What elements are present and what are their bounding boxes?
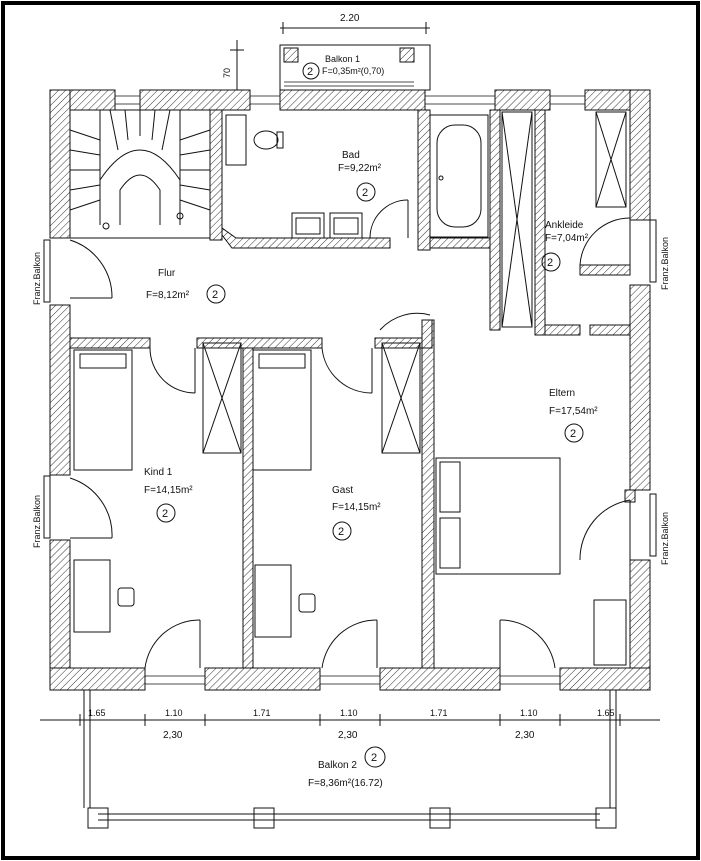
eltern-number-circle [564, 423, 584, 443]
balkon1-area: F=0,35m²(0,70) [322, 66, 384, 76]
dresser [593, 599, 627, 666]
dim-seg-6: 1.10 [520, 708, 538, 718]
kind1-furniture [69, 342, 242, 669]
flur-number-circle [206, 284, 226, 304]
label-eltern: Eltern F=17,54m² 2 [549, 388, 598, 443]
dim-seg-5: 1.71 [430, 708, 448, 718]
dim-seg-2: 1.10 [165, 708, 183, 718]
bad-area: F=9,22m² [338, 163, 382, 174]
dim-seg-4: 1.10 [340, 708, 358, 718]
label-flur: Flur F=8,12m² 2 [146, 268, 226, 304]
gast-area: F=14,15m² [332, 502, 381, 513]
chair-gast [298, 593, 316, 613]
label-gast: Gast F=14,15m² 2 [332, 485, 381, 541]
staircase [69, 109, 211, 239]
franz-balkon-left-upper: Franz.Balkon [32, 252, 42, 305]
ankleide-name: Ankleide [545, 220, 584, 231]
gast-furniture [252, 342, 421, 669]
post-3 [429, 807, 451, 829]
label-kind1: Kind 1 F=14,15m² 2 [144, 467, 193, 523]
dim-total-3: 2,30 [515, 730, 535, 741]
washbasin-left [291, 212, 325, 239]
balkon1-number: 2 [307, 66, 313, 78]
balkon2: 2 Balkon 2 F=8,36m²(16.72) [83, 690, 617, 829]
wardrobe-gast [381, 342, 421, 454]
gast-number-circle [332, 521, 352, 541]
label-bad: Bad F=9,22m² 2 [338, 150, 382, 202]
flur-number: 2 [212, 289, 218, 301]
kind1-number-circle [156, 503, 176, 523]
kind1-name: Kind 1 [144, 467, 173, 478]
balkon2-number-circle [364, 746, 386, 768]
toilet [253, 130, 279, 150]
balcony-width-label: 2.20 [340, 13, 360, 24]
balkon2-number: 2 [371, 752, 377, 764]
franz-balkon-right-lower: Franz.Balkon [660, 512, 670, 565]
flur-door [69, 239, 431, 394]
interior-walls [69, 109, 636, 669]
gast-number: 2 [338, 526, 344, 538]
chair-kind1 [117, 587, 135, 607]
bathroom-fixtures [225, 114, 489, 239]
kind1-number: 2 [162, 508, 168, 520]
ankleide-number: 2 [547, 257, 553, 269]
dim-seg-7: 1.65 [597, 708, 615, 718]
flur-name: Flur [158, 268, 176, 279]
franz-balkon-right-upper: Franz.Balkon [660, 237, 670, 290]
bed-kind1 [73, 349, 133, 471]
dim-seg-3: 1.71 [253, 708, 271, 718]
bad-number: 2 [362, 187, 368, 199]
bottom-dimension: 1.65 1.10 1.71 1.10 1.71 1.10 1.65 2,30 … [40, 708, 660, 741]
franz-balkon-left-lower: Franz.Balkon [32, 495, 42, 548]
ankleide-fixtures [501, 111, 631, 328]
desk-kind1 [73, 559, 111, 633]
bathtub [429, 114, 489, 238]
eltern-number: 2 [570, 428, 576, 440]
bed-gast [252, 349, 312, 471]
eltern-furniture [435, 457, 631, 669]
exterior-walls [49, 89, 651, 691]
eltern-area: F=17,54m² [549, 406, 598, 417]
post-2 [253, 807, 275, 829]
dim-total-1: 2,30 [163, 730, 183, 741]
franz-balkon-labels: Franz.Balkon Franz.Balkon Franz.Balkon F… [32, 219, 670, 565]
shower-tray [225, 114, 247, 166]
balkon1: Balkon 1 F=0,35m²(0,70) 2 [279, 44, 431, 91]
gast-name: Gast [332, 485, 353, 496]
flur-area: F=8,12m² [146, 290, 190, 301]
balcony-depth-label: 70 [222, 68, 232, 78]
balkon1-number-circle [302, 62, 320, 80]
kind1-area: F=14,15m² [144, 485, 193, 496]
balkon1-name: Balkon 1 [325, 54, 360, 64]
balkon2-area: F=8,36m²(16.72) [308, 778, 383, 789]
bad-number-circle [356, 182, 376, 202]
washbasin-right [329, 212, 363, 239]
desk-gast [254, 564, 292, 638]
bad-name: Bad [342, 150, 360, 161]
ankleide-area: F=7,04m² [545, 233, 589, 244]
eltern-name: Eltern [549, 388, 575, 399]
label-ankleide: Ankleide F=7,04m² 2 [541, 220, 589, 272]
post-4 [595, 807, 617, 829]
double-bed [435, 457, 561, 575]
post-1 [87, 807, 109, 829]
ankleide-number-circle [541, 252, 561, 272]
dim-total-2: 2,30 [338, 730, 358, 741]
balkon2-name: Balkon 2 [318, 760, 357, 771]
dim-seg-1: 1.65 [88, 708, 106, 718]
wardrobe-kind1 [202, 342, 242, 454]
